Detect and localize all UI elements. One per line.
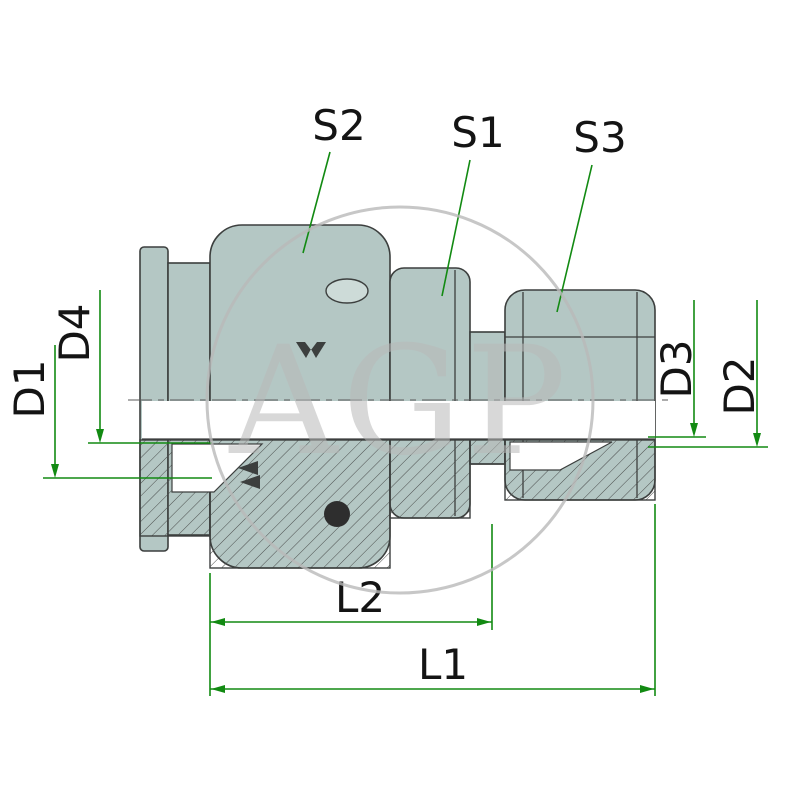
arrow-d4 [96,429,104,443]
arrow-l1-right [640,685,654,693]
arrow-d2 [753,433,761,447]
label-s1: S1 [451,108,504,157]
label-d4: D4 [50,303,99,362]
section-ball-detail [324,501,350,527]
label-l1: L1 [418,640,468,689]
cone-bore-cut [171,443,264,493]
arrow-l1-left [211,685,225,693]
brand-mark [296,342,326,358]
label-s2: S2 [312,101,365,150]
bore-cavity [142,401,655,439]
leader-line-s3 [556,164,593,313]
watermark: AGP [205,205,595,595]
section-hatch-neck [469,439,506,465]
label-d2: D2 [715,356,764,415]
watermark-circle [205,205,595,595]
cutting-ring-detail-lower [240,475,260,489]
label-d1: D1 [5,359,54,418]
watermark-text: AGP [228,315,570,489]
arrow-d1 [51,464,59,478]
label-d3: D3 [652,339,701,398]
leader-line-s2 [302,151,331,254]
arrow-l2-right [477,618,491,626]
cutting-ring-detail-upper [238,461,258,475]
label-l2: L2 [335,573,385,622]
nut-face-oval-detail [325,278,369,304]
arrow-l2-left [211,618,225,626]
dimension-labels: S2 S1 S3 D4 D1 D3 D2 L2 L1 [5,101,764,689]
leader-line-s1 [441,159,471,297]
arrow-d3 [690,423,698,437]
label-s3: S3 [573,113,626,162]
dimensions [43,151,768,696]
cross-section [139,401,656,569]
section-hatch-middle-hex [389,439,471,519]
